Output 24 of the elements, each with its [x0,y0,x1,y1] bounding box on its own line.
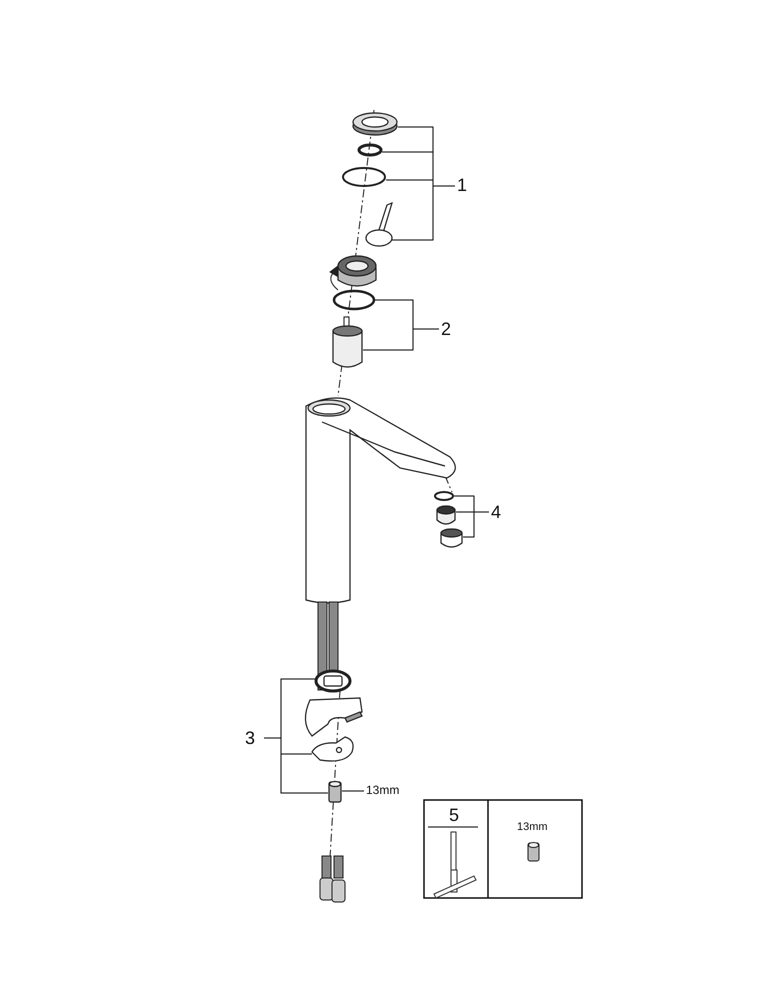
leader-line [462,512,490,538]
aerator-insert-drawing [436,505,456,525]
callout-number: 4 [491,503,502,521]
callout-number: 5 [449,806,460,824]
callout-number: 2 [441,320,452,338]
cover-ring-drawing [352,112,398,136]
callout-number: 3 [245,729,256,747]
leader-line [342,790,364,792]
leader-line [362,328,440,350]
fixing-plate-drawing [311,736,354,762]
leader-line [264,738,328,794]
o-ring-drawing [332,290,376,310]
aerator-housing-drawing [440,528,463,548]
o-ring-drawing [342,167,386,187]
dimension-label: 13mm [517,822,548,833]
dimension-label: 13mm [366,784,400,796]
callout-number: 1 [457,176,468,194]
leader-line [392,186,456,240]
ring-drawing [358,144,382,156]
nut-drawing [328,780,342,803]
rosette-drawing [314,670,352,692]
cartridge-drawing [332,325,363,368]
washer-drawing [434,491,454,501]
lever-drawing [365,202,393,247]
